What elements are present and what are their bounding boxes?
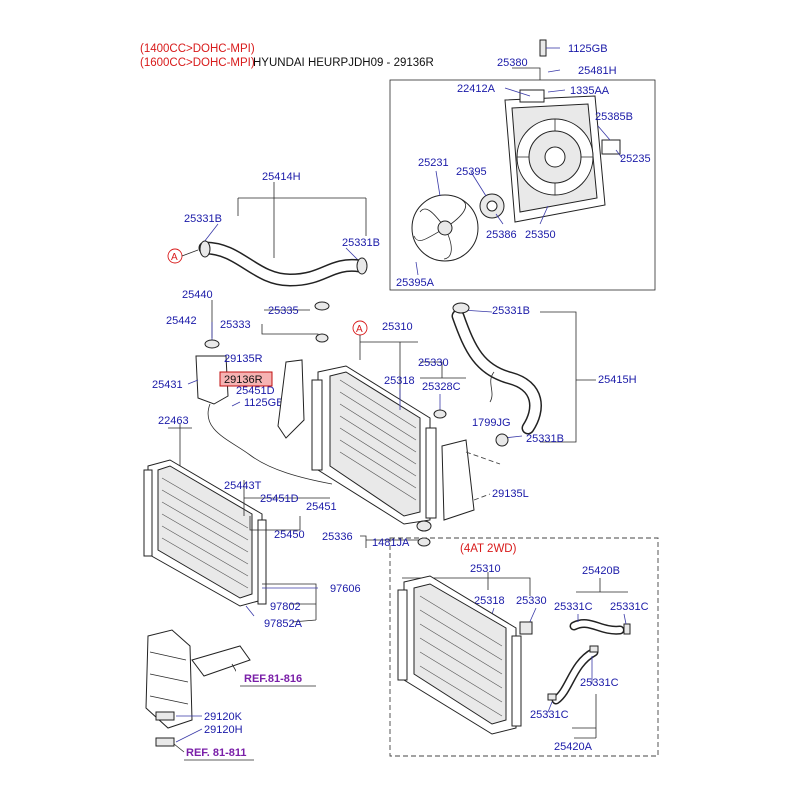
callout-a-right-text: A	[356, 324, 363, 335]
part-29120H[interactable]: 29120H	[204, 724, 243, 736]
subassembly-label: (4AT 2WD)	[460, 543, 517, 555]
part-25331B-lower[interactable]: 25331B	[526, 433, 564, 445]
sub-part-25331C-a[interactable]: 25331C	[554, 601, 593, 613]
part-25331B-upper[interactable]: 25331B	[492, 305, 530, 317]
sub-part-25318[interactable]: 25318	[474, 595, 505, 607]
part-25231[interactable]: 25231	[418, 157, 449, 169]
sub-part-25331C-d[interactable]: 25331C	[530, 709, 569, 721]
drain-plug-drawing	[433, 409, 447, 419]
ref-81-816[interactable]: REF.81-816	[244, 673, 302, 685]
ref-81-811[interactable]: REF. 81-811	[186, 747, 247, 759]
mount-bushing-drawing	[417, 537, 431, 547]
bracket-drawing	[315, 333, 329, 343]
callout-a-left-text: A	[171, 252, 178, 263]
part-1799JG[interactable]: 1799JG	[472, 417, 511, 429]
part-25450[interactable]: 25450	[274, 529, 305, 541]
part-25331B-right[interactable]: 25331B	[342, 237, 380, 249]
part-25385B[interactable]: 25385B	[595, 111, 633, 123]
fan-assembly-box	[389, 79, 656, 291]
part-25414H[interactable]: 25414H	[262, 171, 301, 183]
sub-part-25420B[interactable]: 25420B	[582, 565, 620, 577]
part-25350[interactable]: 25350	[525, 229, 556, 241]
part-97852A[interactable]: 97852A	[264, 618, 303, 630]
at-2wd-box	[389, 537, 659, 757]
part-25451[interactable]: 25451	[306, 501, 337, 513]
part-25318[interactable]: 25318	[384, 375, 415, 387]
part-22412A[interactable]: 22412A	[457, 83, 496, 95]
sub-part-25330[interactable]: 25330	[516, 595, 547, 607]
part-25336[interactable]: 25336	[322, 531, 353, 543]
part-25442[interactable]: 25442	[166, 315, 197, 327]
part-97802[interactable]: 97802	[270, 601, 301, 613]
part-29136R[interactable]: 29136R	[224, 374, 263, 386]
sub-part-25331C-c[interactable]: 25331C	[580, 677, 619, 689]
bushing-drawing	[314, 301, 330, 311]
catalog-title: HYUNDAI HEURPJDH09 - 29136R	[253, 57, 434, 69]
part-25235[interactable]: 25235	[620, 153, 651, 165]
condenser-drawing	[143, 459, 267, 607]
sub-part-25331C-b[interactable]: 25331C	[610, 601, 649, 613]
lower-hose-drawing	[451, 302, 542, 447]
part-25333[interactable]: 25333	[220, 319, 251, 331]
engine-variant-1600: (1600CC>DOHC-MPI)	[140, 57, 255, 69]
sensor-clip-drawing	[489, 371, 495, 403]
upper-hose-drawing	[198, 240, 368, 287]
part-25431[interactable]: 25431	[152, 379, 183, 391]
part-25451D-b[interactable]: 25451D	[260, 493, 299, 505]
part-25395A[interactable]: 25395A	[396, 277, 435, 289]
reservoir-tank-drawing	[195, 355, 229, 405]
part-29135L[interactable]: 29135L	[492, 488, 529, 500]
part-97606[interactable]: 97606	[330, 583, 361, 595]
fan-connector-drawing	[601, 139, 621, 155]
part-25451D-a[interactable]: 25451D	[236, 385, 275, 397]
engine-variant-1400: (1400CC>DOHC-MPI)	[140, 43, 255, 55]
part-29136R-highlight[interactable]	[219, 371, 273, 387]
part-25310[interactable]: 25310	[382, 321, 413, 333]
main-radiator-drawing	[311, 365, 437, 525]
fan-motor-drawing	[479, 193, 505, 219]
oil-cooler-hoses-drawing	[547, 619, 631, 705]
bolt-drawing	[539, 39, 547, 57]
front-end-module-drawing	[145, 629, 251, 747]
part-1125GB-top[interactable]: 1125GB	[568, 43, 608, 55]
part-25331B-left[interactable]: 25331B	[184, 213, 222, 225]
reservoir-cap-drawing	[204, 339, 220, 349]
mount-insulator-drawing	[416, 520, 432, 532]
part-22463[interactable]: 22463	[158, 415, 189, 427]
part-25330[interactable]: 25330	[418, 357, 449, 369]
part-1481JA[interactable]: 1481JA	[372, 537, 410, 549]
sub-part-25420A[interactable]: 25420A	[554, 741, 593, 753]
part-29135R[interactable]: 29135R	[224, 353, 263, 365]
part-25386[interactable]: 25386	[486, 229, 517, 241]
part-1335AA[interactable]: 1335AA	[570, 85, 610, 97]
part-25380[interactable]: 25380	[497, 57, 528, 69]
part-29120K[interactable]: 29120K	[204, 711, 243, 723]
air-guard-right-drawing	[277, 359, 305, 439]
part-25415H[interactable]: 25415H	[598, 374, 637, 386]
sub-part-25310[interactable]: 25310	[470, 563, 501, 575]
cooling-fan-drawing	[411, 194, 479, 262]
part-1125GB-mid[interactable]: 1125GB	[244, 397, 284, 409]
at-radiator-drawing	[397, 575, 533, 735]
part-25443T[interactable]: 25443T	[224, 480, 262, 492]
part-25335[interactable]: 25335	[268, 305, 299, 317]
part-25395[interactable]: 25395	[456, 166, 487, 178]
fan-shroud-drawing	[504, 89, 606, 223]
air-guard-left-drawing	[441, 439, 475, 521]
part-25328C[interactable]: 25328C	[422, 381, 461, 393]
part-25440[interactable]: 25440	[182, 289, 213, 301]
part-25481H[interactable]: 25481H	[578, 65, 617, 77]
